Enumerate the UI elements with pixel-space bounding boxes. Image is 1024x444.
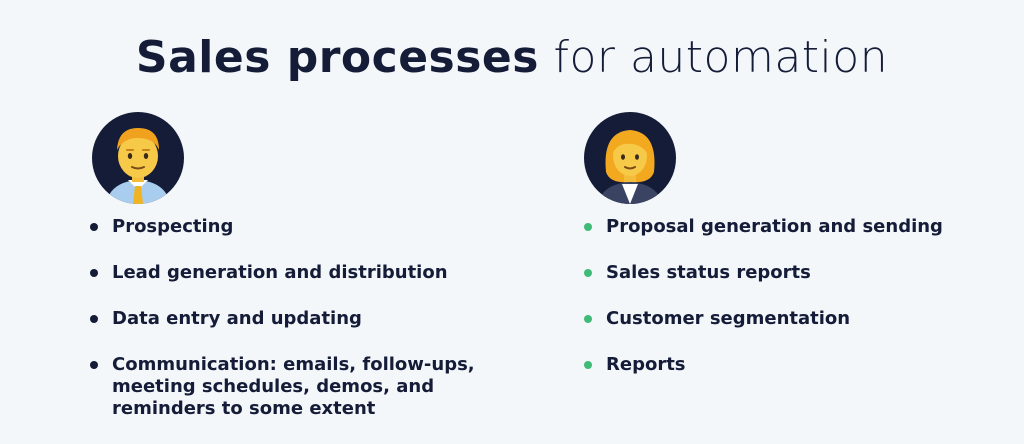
bullet-dot [584, 315, 592, 323]
bullet-dot [90, 315, 98, 323]
list-item-text: Lead generation and distribution [112, 262, 448, 283]
bullet-dot [90, 223, 98, 231]
page-title: Sales processes for automation [0, 30, 1024, 86]
list-item: Sales status reports [584, 262, 943, 284]
list-item: Communication: emails, follow-ups,meetin… [90, 354, 475, 420]
list-item-text: meeting schedules, demos, and [112, 376, 435, 397]
title-light: for automation [553, 32, 889, 83]
bullet-dot [584, 223, 592, 231]
man-emoji-icon [106, 128, 170, 204]
list-item: Prospecting [90, 216, 475, 238]
bullet-dot [584, 269, 592, 277]
list-item: Reports [584, 354, 943, 376]
bullet-dot [90, 269, 98, 277]
list-item: Lead generation and distribution [90, 262, 475, 284]
woman-emoji-icon [598, 130, 662, 204]
list-item-text: Prospecting [112, 216, 234, 237]
bullet-dot [584, 361, 592, 369]
list-item-text: reminders to some extent [112, 398, 376, 419]
woman-avatar [584, 112, 676, 204]
list-item: Proposal generation and sending [584, 216, 943, 238]
list-item: Customer segmentation [584, 308, 943, 330]
man-avatar [92, 112, 184, 204]
list-item-text: Sales status reports [606, 262, 811, 283]
list-item-text: Proposal generation and sending [606, 216, 943, 237]
list-item-text: Reports [606, 354, 686, 375]
list-item-text: Customer segmentation [606, 308, 851, 329]
list-item-text: Data entry and updating [112, 308, 362, 329]
bullet-dot [90, 361, 98, 369]
list-item-text: Communication: emails, follow-ups, [112, 354, 475, 375]
list-item: Data entry and updating [90, 308, 475, 330]
title-bold: Sales processes [135, 32, 539, 83]
